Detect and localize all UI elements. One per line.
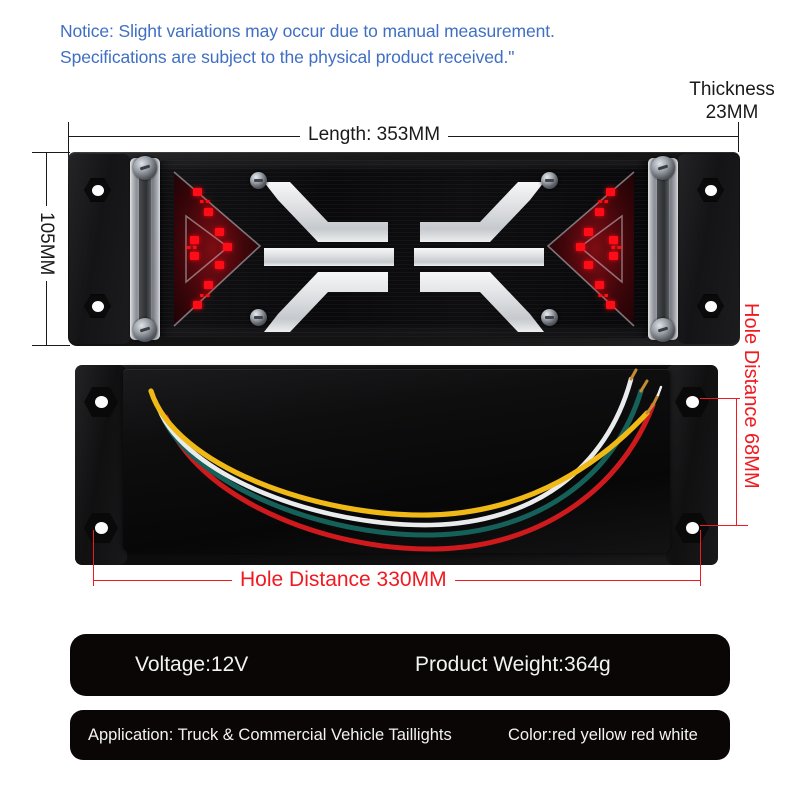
height-extension-top (32, 152, 70, 153)
notice-line-2: Specifications are subject to the physic… (60, 47, 515, 67)
front-mount-bore (91, 300, 104, 312)
wire-green (158, 388, 644, 538)
hole68-dimension-line (736, 398, 737, 526)
spec-bar-secondary: Application: Truck & Commercial Vehicle … (70, 710, 730, 760)
hole68-extension-bottom (700, 525, 748, 526)
thickness-value-text: 23MM (705, 102, 759, 123)
led-cluster-left (173, 171, 262, 327)
back-mount-bore (686, 396, 699, 408)
lens-rail-screw-bottom-left (133, 318, 157, 342)
back-mount-bore (686, 522, 699, 534)
length-label: Length: 353MM (300, 124, 449, 146)
spec-application: Application: Truck & Commercial Vehicle … (88, 725, 452, 744)
led-cluster-right (546, 171, 635, 327)
wire-white (156, 376, 634, 528)
front-lens-rail-left (130, 156, 160, 342)
back-mount-hole-bottom-left (84, 513, 118, 543)
front-lens-rail-right (648, 156, 678, 342)
thickness-leader-line (738, 126, 739, 152)
hole68-extension-top (700, 398, 748, 399)
rail-core (657, 174, 669, 324)
lens-rail-screw-top-left (133, 156, 157, 180)
height-extension-bottom (32, 345, 70, 346)
thickness-annotation: Thickness 23MM (672, 78, 792, 124)
spec-voltage: Voltage:12V (135, 653, 249, 676)
hole330-extension-right (700, 530, 701, 586)
front-mount-bore (704, 300, 717, 312)
lens-optics-svg (173, 171, 635, 332)
back-mount-hole-top-right (675, 387, 709, 417)
taillight-front-view (68, 152, 740, 346)
spec-weight: Product Weight:364g (415, 653, 611, 676)
chevron-bars-left (264, 182, 394, 332)
chevron-bars-right (414, 182, 544, 332)
wire-harness (148, 368, 663, 552)
lens-screw-top-left (250, 172, 267, 189)
lens-screw-bottom-left (250, 309, 267, 326)
front-mount-hole-bottom-right (697, 294, 724, 318)
back-mount-bore (95, 522, 108, 534)
notice-text: Notice: Slight variations may occur due … (60, 18, 750, 70)
spec-bar-primary: Voltage:12V Product Weight:364g (70, 634, 730, 696)
wire-red (163, 402, 656, 552)
thickness-label-text: Thickness (689, 79, 775, 100)
front-lens-window (160, 160, 648, 338)
lens-rail-screw-top-right (651, 156, 675, 180)
wire-yellow (148, 388, 650, 518)
length-extension-right (738, 122, 739, 136)
front-mount-hole-top-left (84, 178, 111, 202)
lens-screw-top-right (541, 172, 558, 189)
lens-rail-screw-bottom-right (651, 318, 675, 342)
back-mount-hole-top-left (84, 387, 118, 417)
front-mount-bore (704, 184, 717, 196)
spec-color: Color:red yellow red white (508, 725, 698, 744)
back-mount-bore (95, 396, 108, 408)
front-mount-bore (91, 184, 104, 196)
hole-distance-vertical-label: Hole Distance 68MM (740, 298, 762, 494)
notice-line-1: Notice: Slight variations may occur due … (60, 21, 555, 41)
hole-distance-horizontal-label: Hole Distance 330MM (232, 568, 455, 592)
height-label: 105MM (35, 206, 57, 282)
hole330-extension-left (93, 530, 94, 586)
front-mount-hole-top-right (697, 178, 724, 202)
back-mount-hole-bottom-right (675, 513, 709, 543)
rail-core (139, 174, 151, 324)
taillight-back-view (75, 365, 718, 565)
front-mount-hole-bottom-left (84, 294, 111, 318)
lens-screw-bottom-right (541, 309, 558, 326)
length-extension-left (68, 122, 69, 158)
